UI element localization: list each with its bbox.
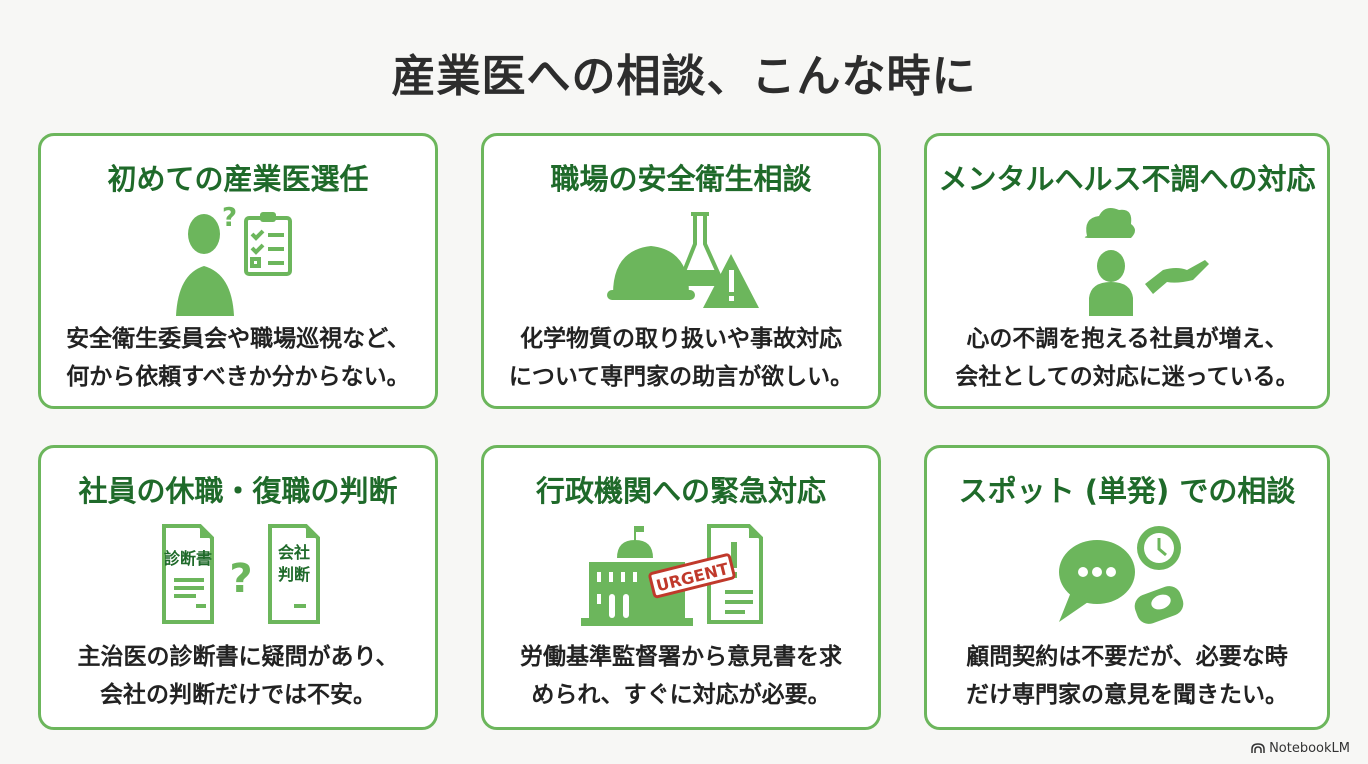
card-description: 安全衛生委員会や職場巡視など、 何から依頼すべきか分からない。 bbox=[41, 320, 435, 396]
card-description: 主治医の診断書に疑問があり、 会社の判断だけでは不安。 bbox=[41, 638, 435, 714]
card-title: 初めての産業医選任 bbox=[107, 162, 369, 196]
description-line: 何から依頼すべきか分からない。 bbox=[66, 364, 410, 390]
doc-label-judgment: 判断 bbox=[278, 565, 310, 584]
description-line: 化学物質の取り扱いや事故対応 bbox=[520, 326, 842, 352]
description-line: 会社としての対応に迷っている。 bbox=[955, 364, 1299, 390]
government-urgent-document-icon: URGENT bbox=[581, 524, 763, 626]
description-line: 主治医の診断書に疑問があり、 bbox=[77, 644, 399, 670]
page-title: 産業医への相談、こんな時に bbox=[391, 51, 977, 102]
card-leave-return: 社員の休職・復職の判断 診断書 会社 判断 ? 主治医の診断書に疑問があり、 会… bbox=[38, 445, 438, 730]
doc-label-diagnosis: 診断書 bbox=[164, 549, 212, 568]
brand-label: NotebookLM bbox=[1269, 741, 1350, 756]
question-mark-icon: ? bbox=[229, 556, 252, 602]
person-cloud-hand-icon bbox=[1084, 208, 1209, 316]
card-title: 行政機関への緊急対応 bbox=[535, 474, 826, 508]
description-line: められ、すぐに対応が必要。 bbox=[531, 682, 831, 708]
card-title: 職場の安全衛生相談 bbox=[550, 162, 812, 196]
card-mental-health: メンタルヘルス不調への対応 心の不調を抱える社員が増え、 会社としての対応に迷っ… bbox=[924, 133, 1330, 409]
description-line: 顧問契約は不要だが、必要な時 bbox=[966, 644, 1288, 670]
card-title: 社員の休職・復職の判断 bbox=[78, 474, 398, 508]
notebooklm-watermark: NotebookLM bbox=[1251, 741, 1350, 756]
chat-clock-money-icon bbox=[1059, 526, 1184, 624]
card-description: 労働基準監督署から意見書を求 められ、すぐに対応が必要。 bbox=[484, 638, 878, 714]
description-line: について専門家の助言が欲しい。 bbox=[508, 364, 854, 390]
card-description: 化学物質の取り扱いや事故対応 について専門家の助言が欲しい。 bbox=[484, 320, 878, 396]
notebooklm-logo-icon bbox=[1251, 743, 1265, 753]
card-description: 顧問契約は不要だが、必要な時 だけ専門家の意見を聞きたい。 bbox=[927, 638, 1327, 714]
description-line: だけ専門家の意見を聞きたい。 bbox=[966, 682, 1288, 708]
svg-text:?: ? bbox=[222, 204, 237, 233]
card-workplace-safety: 職場の安全衛生相談 化学物質の取り扱いや事故対応 について専門家の助言が欲しい。 bbox=[481, 133, 881, 409]
card-title: スポット (単発) での相談 bbox=[958, 474, 1296, 508]
description-line: 安全衛生委員会や職場巡視など、 bbox=[66, 326, 410, 352]
card-government-urgent: 行政機関への緊急対応 URGENT 労働基準監督署から意見書を求 められ、すぐに… bbox=[481, 445, 881, 730]
helmet-flask-warning-icon bbox=[607, 212, 759, 308]
description-line: 会社の判断だけでは不安。 bbox=[100, 682, 376, 708]
card-spot-consultation: スポット (単発) での相談 顧問契約は不要だが、必要な時 だけ専門家の意見を聞… bbox=[924, 445, 1330, 730]
documents-question-icon: 診断書 会社 判断 ? bbox=[162, 524, 320, 624]
doc-label-company: 会社 bbox=[278, 543, 310, 562]
card-title: メンタルヘルス不調への対応 bbox=[938, 162, 1316, 196]
card-description: 心の不調を抱える社員が増え、 会社としての対応に迷っている。 bbox=[927, 320, 1327, 396]
description-line: 労働基準監督署から意見書を求 bbox=[520, 644, 842, 670]
card-first-appointment: 初めての産業医選任 ? 安全衛生委員会や職場巡視など、 何から依頼すべきか分から… bbox=[38, 133, 438, 409]
person-question-clipboard-icon: ? bbox=[176, 204, 292, 316]
description-line: 心の不調を抱える社員が増え、 bbox=[966, 326, 1288, 352]
